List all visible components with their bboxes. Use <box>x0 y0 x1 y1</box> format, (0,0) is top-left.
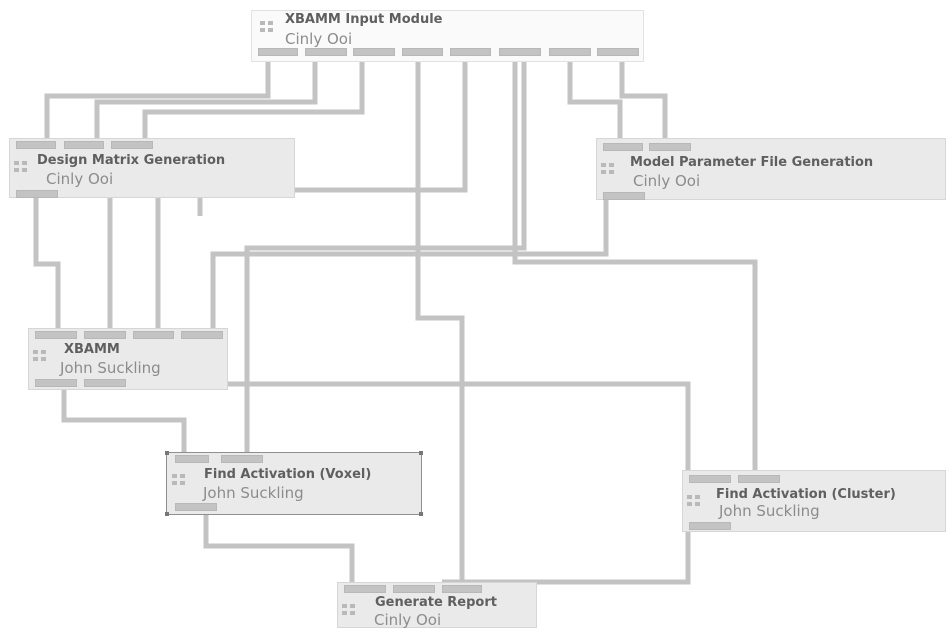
node-design-matrix-generation[interactable]: Design Matrix Generation Cinly Ooi <box>9 138 295 198</box>
output-port[interactable] <box>35 379 77 387</box>
input-port[interactable] <box>16 141 56 149</box>
connection-wire[interactable] <box>619 52 668 138</box>
node-author: John Suckling <box>60 359 161 377</box>
node-find-activation-voxel[interactable]: Find Activation (Voxel) John Suckling <box>165 451 423 516</box>
connection-wire[interactable] <box>61 388 187 452</box>
output-port[interactable] <box>499 48 541 56</box>
component-icon <box>14 161 27 172</box>
node-author: Cinly Ooi <box>285 30 353 48</box>
node-xbamm-input-module[interactable]: XBAMM Input Module Cinly Ooi <box>251 10 644 62</box>
output-port[interactable] <box>305 48 347 56</box>
connection-wire[interactable] <box>197 52 468 216</box>
input-port[interactable] <box>35 331 77 339</box>
input-port[interactable] <box>738 475 780 483</box>
node-title: Find Activation (Cluster) <box>716 487 896 502</box>
node-title: XBAMM <box>64 342 120 357</box>
output-port[interactable] <box>16 190 58 198</box>
output-port[interactable] <box>258 48 298 56</box>
output-port[interactable] <box>84 379 126 387</box>
input-port[interactable] <box>603 143 643 151</box>
connection-wire[interactable] <box>142 52 365 138</box>
connection-wire[interactable] <box>442 528 691 585</box>
node-generate-report[interactable]: Generate Report Cinly Ooi <box>337 582 537 629</box>
input-port[interactable] <box>649 143 691 151</box>
output-port[interactable] <box>353 48 395 56</box>
output-port[interactable] <box>402 48 443 56</box>
input-port[interactable] <box>344 585 386 593</box>
input-port[interactable] <box>64 141 104 149</box>
node-title: Find Activation (Voxel) <box>204 467 372 482</box>
connection-wire[interactable] <box>512 52 758 470</box>
input-port[interactable] <box>221 455 263 463</box>
node-author: Cinly Ooi <box>374 611 442 629</box>
node-title: Generate Report <box>375 595 497 610</box>
node-xbamm[interactable]: XBAMM John Suckling <box>28 328 228 390</box>
output-port[interactable] <box>689 522 731 530</box>
node-author: John Suckling <box>719 502 820 520</box>
output-port[interactable] <box>603 192 645 200</box>
input-port[interactable] <box>393 585 435 593</box>
resize-handle[interactable] <box>419 451 423 455</box>
node-title: Design Matrix Generation <box>37 153 226 168</box>
node-find-activation-cluster[interactable]: Find Activation (Cluster) John Suckling <box>682 470 946 532</box>
connection-wire[interactable] <box>94 52 318 138</box>
node-author: Cinly Ooi <box>633 172 701 190</box>
connection-wire[interactable] <box>567 52 623 138</box>
component-icon <box>172 474 185 485</box>
input-port[interactable] <box>175 455 209 463</box>
input-port[interactable] <box>442 585 482 593</box>
connection-wire[interactable] <box>203 512 355 582</box>
resize-handle[interactable] <box>165 451 169 455</box>
input-port[interactable] <box>689 475 731 483</box>
connection-wire[interactable] <box>33 198 61 328</box>
output-port[interactable] <box>597 48 639 56</box>
node-model-parameter-file-generation[interactable]: Model Parameter File Generation Cinly Oo… <box>596 138 946 200</box>
input-port[interactable] <box>111 141 153 149</box>
connection-wire[interactable] <box>44 52 271 138</box>
input-port[interactable] <box>181 331 223 339</box>
connection-wire[interactable] <box>244 52 527 452</box>
connection-wire[interactable] <box>415 52 465 582</box>
component-icon <box>260 21 273 32</box>
component-icon <box>687 495 700 506</box>
output-port[interactable] <box>549 48 591 56</box>
node-author: John Suckling <box>203 484 304 502</box>
output-port[interactable] <box>175 503 217 511</box>
input-port[interactable] <box>84 331 126 339</box>
node-title: Model Parameter File Generation <box>630 155 874 170</box>
node-author: Cinly Ooi <box>46 170 114 188</box>
output-port[interactable] <box>450 48 491 56</box>
resize-handle[interactable] <box>165 512 169 516</box>
input-port[interactable] <box>133 331 174 339</box>
component-icon <box>342 604 355 615</box>
component-icon <box>601 163 614 174</box>
resize-handle[interactable] <box>419 512 423 516</box>
component-icon <box>33 350 46 361</box>
connection-wire[interactable] <box>210 198 609 328</box>
node-title: XBAMM Input Module <box>285 12 443 27</box>
